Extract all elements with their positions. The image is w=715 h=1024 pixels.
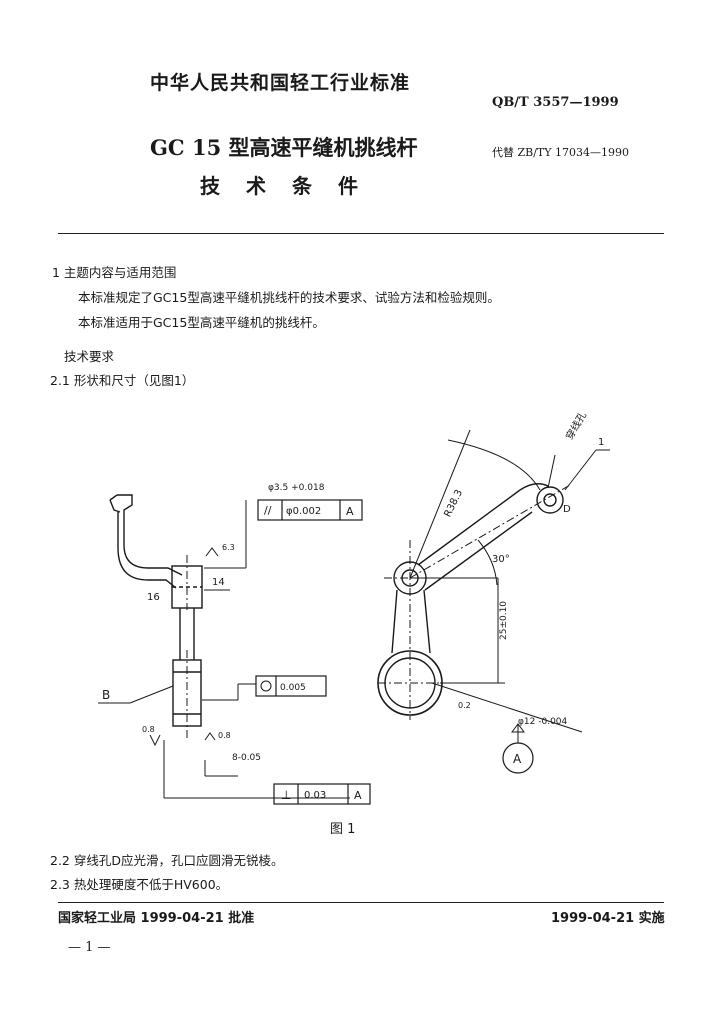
document-title: GC 15 型高速平缝机挑线杆 [150,135,418,160]
approval-line: 国家轻工业局 1999-04-21 批准 [58,911,255,926]
tol-parallel-symbol: // [264,504,272,517]
callout-B: B [102,688,110,702]
dim-R38-3: R38.3 [442,488,465,519]
roughness-6-3: 6.3 [222,543,235,552]
section-2-heading: 技术要求 [64,349,115,364]
callout-1: 1 [598,437,604,448]
dim-8: 8-0.05 [232,753,261,763]
page-number: — 1 — [68,940,111,955]
tol-circularity-value: 0.005 [280,683,306,693]
dim-phi3-5: φ3.5 +0.018 [268,483,325,493]
left-view-part [98,494,350,799]
footer-divider [58,902,664,903]
tolerance-frame-circularity: 0.005 [255,675,327,697]
datum-A-label: A [513,752,522,766]
dim-angle-30: 30° [492,554,510,565]
tol-parallel-datum: A [346,505,354,518]
section-1-paragraph-2: 本标准适用于GC15型高速平缝机的挑线杆。 [78,315,325,330]
clause-2-3: 2.3 热处理硬度不低于HV600。 [50,877,229,892]
figure-caption: 图 1 [330,822,356,837]
tol-perp-symbol: ⊥ [281,788,291,802]
label-D: D [563,504,571,515]
dim-0-2: 0.2 [458,701,471,710]
roughness-0-8-left: 0.8 [142,725,155,734]
label-wire-hole: 穿线孔 [563,409,589,441]
clause-2-1: 2.1 形状和尺寸（见图1） [50,373,195,388]
header-divider [58,233,664,234]
section-1-paragraph-1: 本标准规定了GC15型高速平缝机挑线杆的技术要求、试验方法和检验规则。 [78,290,500,305]
section-1-heading: 1 主题内容与适用范围 [52,265,177,280]
tolerance-frame-parallel: // φ0.002 A [257,499,363,521]
dim-16: 16 [147,592,160,603]
tol-perp-value: 0.03 [304,790,326,801]
clause-2-2: 2.2 穿线孔D应光滑，孔口应圆滑无锐棱。 [50,853,284,868]
roughness-0-8-right: 0.8 [218,731,231,740]
standard-number: QB/T 3557—1999 [492,95,619,110]
replaces-standard: 代替 ZB/TY 17034—1990 [492,146,630,159]
dim-25: 25±0.10 [499,601,509,640]
right-view-part [377,429,610,774]
tolerance-frame-perpendicular: ⊥ 0.03 A [273,783,371,805]
dim-phi12: φ12 -0.004 [518,717,568,727]
tol-parallel-value: φ0.002 [286,506,321,517]
issuing-authority: 中华人民共和国轻工行业标准 [150,72,411,94]
dim-14: 14 [212,577,225,588]
tol-perp-datum: A [354,789,362,802]
effective-date: 1999-04-21 实施 [551,911,665,926]
document-subtitle: 技术条件 [200,174,384,198]
